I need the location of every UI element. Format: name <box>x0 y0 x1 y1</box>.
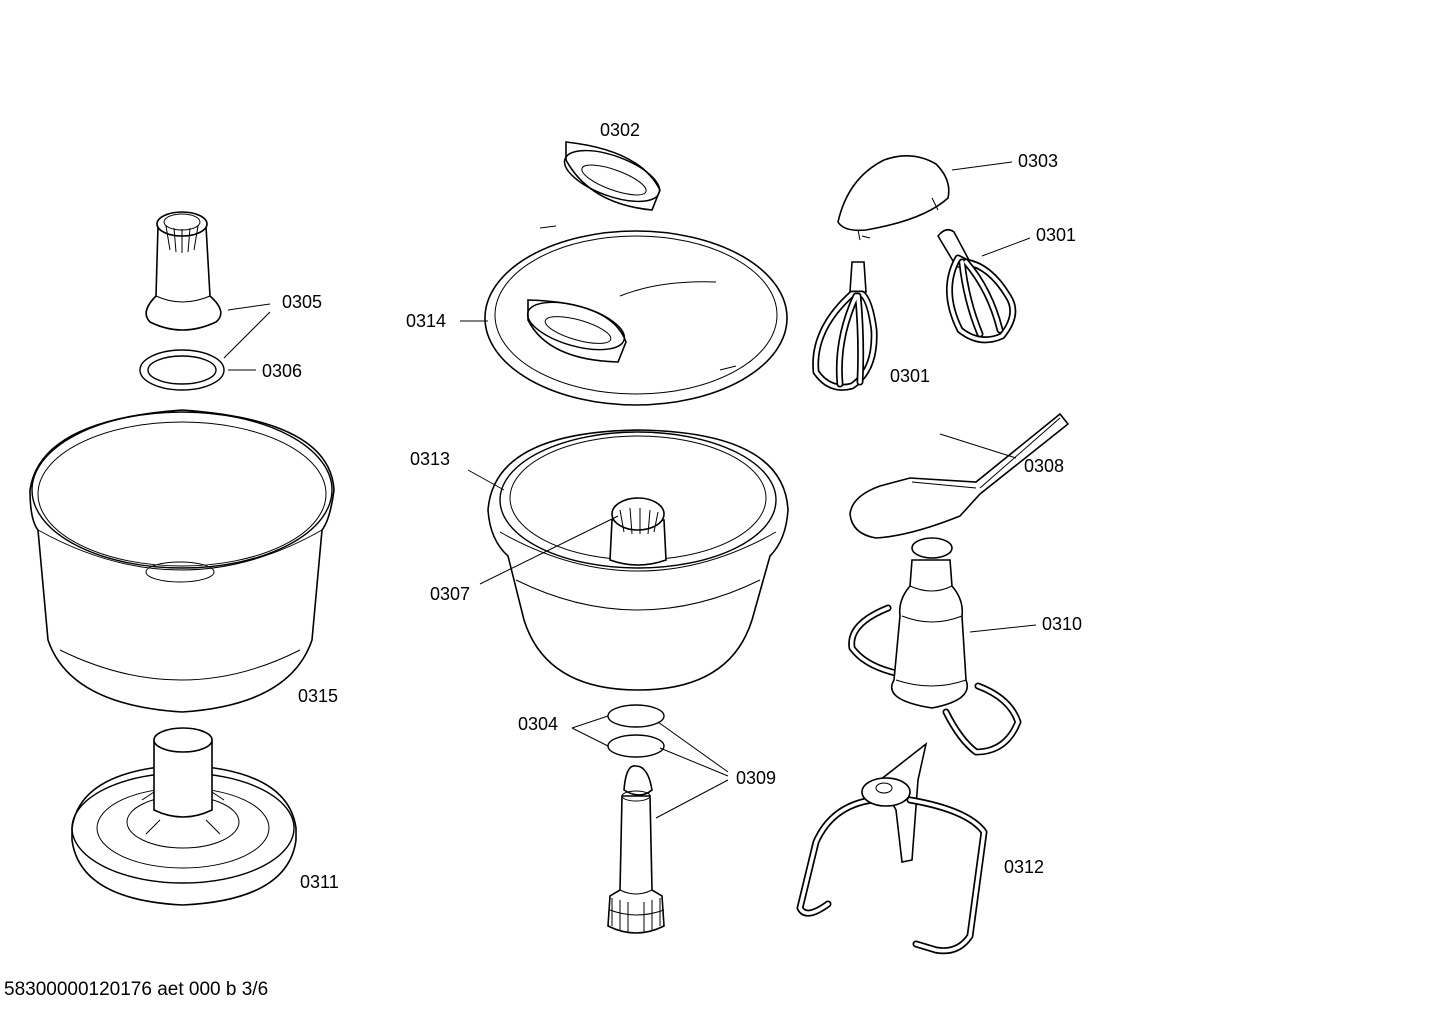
label-0307: 0307 <box>430 584 470 604</box>
part-0315-bowl <box>29 409 335 713</box>
part-0313-bowl <box>487 429 789 691</box>
part-0301-whisk-right <box>937 228 1017 344</box>
label-0301-left: 0301 <box>890 366 930 386</box>
part-0314-lid <box>484 225 788 406</box>
part-0310-blade <box>848 537 1022 756</box>
part-0302-oval-insert <box>563 141 661 211</box>
part-0304-o-rings <box>607 704 665 758</box>
leader-lines <box>223 161 1037 819</box>
label-0305: 0305 <box>282 292 322 312</box>
document-id: 58300000120176 aet 000 b 3/6 <box>4 979 269 1000</box>
label-0310: 0310 <box>1042 614 1082 634</box>
label-0308: 0308 <box>1024 456 1064 476</box>
label-0315: 0315 <box>298 686 338 706</box>
part-0309-shaft <box>607 765 665 934</box>
label-0304: 0304 <box>518 714 558 734</box>
label-0302: 0302 <box>600 120 640 140</box>
label-0306: 0306 <box>262 361 302 381</box>
label-0309: 0309 <box>736 768 776 788</box>
part-0311-base <box>71 727 297 906</box>
part-0303-cover <box>837 155 950 241</box>
part-0301-whisk-left <box>812 261 878 391</box>
part-0312-dough-hook <box>796 741 988 955</box>
label-0312: 0312 <box>1004 857 1044 877</box>
label-0311: 0311 <box>300 872 339 892</box>
label-0314: 0314 <box>406 311 446 331</box>
part-0305-cone <box>145 211 222 331</box>
label-0313: 0313 <box>410 449 450 469</box>
part-0306-ring <box>139 349 225 391</box>
part-0308-spatula <box>849 412 1070 539</box>
label-0301-right: 0301 <box>1036 225 1076 245</box>
label-0303: 0303 <box>1018 151 1058 171</box>
part-labels: 0302 0303 0301 0305 0314 0306 0301 0313 … <box>262 120 1082 892</box>
